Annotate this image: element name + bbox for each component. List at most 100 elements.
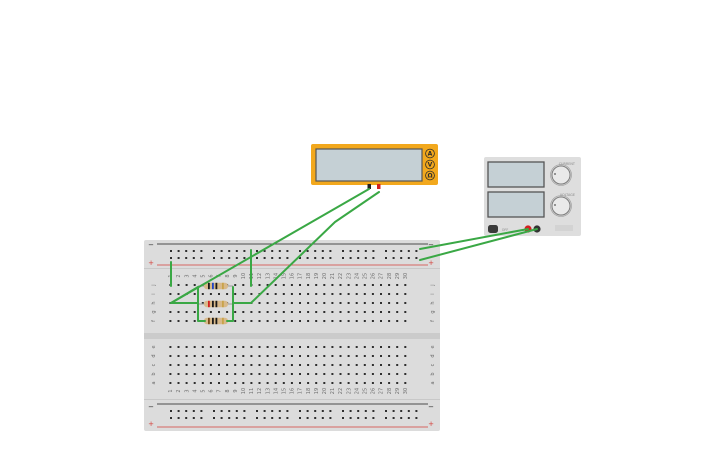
terminal-hole[interactable] (193, 355, 196, 357)
terminal-hole[interactable] (282, 302, 285, 304)
rail-hole[interactable] (177, 250, 180, 252)
rail-hole[interactable] (220, 250, 223, 252)
terminal-hole[interactable] (274, 320, 277, 322)
terminal-hole[interactable] (323, 302, 326, 304)
wire-7[interactable] (197, 286, 206, 322)
mode-button-ring[interactable] (425, 159, 435, 170)
terminal-hole[interactable] (193, 311, 196, 313)
terminal-hole[interactable] (201, 346, 204, 348)
terminal-hole[interactable] (347, 346, 350, 348)
rail-hole[interactable] (185, 410, 188, 412)
terminal-hole[interactable] (347, 382, 350, 384)
terminal-hole[interactable] (226, 373, 229, 375)
terminal-hole[interactable] (363, 284, 366, 286)
terminal-hole[interactable] (347, 320, 350, 322)
rail-hole[interactable] (200, 417, 203, 419)
wire-2[interactable] (250, 191, 380, 304)
terminal-hole[interactable] (169, 346, 172, 348)
terminal-hole[interactable] (299, 346, 301, 348)
rail-hole[interactable] (329, 410, 332, 412)
rail-hole[interactable] (385, 410, 387, 412)
rail-hole[interactable] (407, 410, 410, 412)
terminal-hole[interactable] (193, 373, 196, 375)
terminal-hole[interactable] (218, 382, 220, 384)
terminal-hole[interactable] (404, 320, 407, 322)
terminal-hole[interactable] (363, 302, 366, 304)
terminal-hole[interactable] (258, 302, 261, 304)
terminal-hole[interactable] (185, 346, 188, 348)
rail-hole[interactable] (286, 250, 289, 252)
terminal-hole[interactable] (226, 346, 229, 348)
terminal-hole[interactable] (355, 373, 358, 375)
terminal-hole[interactable] (250, 364, 253, 366)
terminal-hole[interactable] (290, 311, 293, 313)
rail-hole[interactable] (357, 410, 360, 412)
terminal-hole[interactable] (250, 355, 253, 357)
rail-hole[interactable] (278, 410, 281, 412)
terminal-hole[interactable] (242, 284, 245, 286)
terminal-hole[interactable] (209, 346, 212, 348)
terminal-hole[interactable] (266, 302, 269, 304)
wire-10[interactable] (419, 228, 529, 250)
rail-hole[interactable] (177, 257, 180, 259)
rail-hole[interactable] (228, 410, 231, 412)
rail-hole[interactable] (213, 257, 215, 259)
terminal-hole[interactable] (226, 293, 229, 295)
terminal-hole[interactable] (371, 355, 374, 357)
terminal-hole[interactable] (234, 364, 237, 366)
terminal-hole[interactable] (315, 364, 318, 366)
terminal-hole[interactable] (404, 284, 407, 286)
terminal-hole[interactable] (185, 320, 188, 322)
wire-5[interactable] (170, 286, 199, 304)
terminal-hole[interactable] (315, 373, 318, 375)
terminal-hole[interactable] (290, 373, 293, 375)
terminal-hole[interactable] (185, 311, 188, 313)
terminal-hole[interactable] (307, 364, 310, 366)
terminal-hole[interactable] (323, 355, 326, 357)
rail-hole[interactable] (170, 250, 172, 252)
rail-hole[interactable] (278, 257, 281, 259)
rail-hole[interactable] (321, 417, 324, 419)
terminal-hole[interactable] (250, 346, 253, 348)
terminal-hole[interactable] (234, 373, 237, 375)
terminal-hole[interactable] (307, 284, 310, 286)
terminal-hole[interactable] (169, 293, 172, 295)
terminal-hole[interactable] (347, 373, 350, 375)
current-knob[interactable] (551, 165, 571, 185)
terminal-hole[interactable] (363, 320, 366, 322)
terminal-hole[interactable] (299, 293, 301, 295)
terminal-hole[interactable] (282, 320, 285, 322)
terminal-hole[interactable] (355, 320, 358, 322)
terminal-hole[interactable] (331, 320, 334, 322)
terminal-hole[interactable] (315, 382, 318, 384)
terminal-hole[interactable] (234, 293, 237, 295)
terminal-hole[interactable] (226, 355, 229, 357)
terminal-hole[interactable] (404, 346, 407, 348)
terminal-hole[interactable] (380, 355, 382, 357)
terminal-hole[interactable] (371, 302, 374, 304)
rail-hole[interactable] (213, 250, 215, 252)
terminal-hole[interactable] (282, 284, 285, 286)
rail-hole[interactable] (314, 257, 317, 259)
terminal-hole[interactable] (258, 346, 261, 348)
terminal-hole[interactable] (323, 373, 326, 375)
terminal-hole[interactable] (299, 382, 301, 384)
terminal-hole[interactable] (355, 284, 358, 286)
terminal-hole[interactable] (250, 373, 253, 375)
terminal-hole[interactable] (226, 311, 229, 313)
rail-hole[interactable] (220, 410, 223, 412)
rail-hole[interactable] (392, 257, 395, 259)
terminal-hole[interactable] (363, 355, 366, 357)
rail-hole[interactable] (192, 250, 195, 252)
rail-hole[interactable] (306, 410, 309, 412)
rail-hole[interactable] (228, 257, 231, 259)
terminal-hole[interactable] (242, 320, 245, 322)
terminal-hole[interactable] (331, 346, 334, 348)
terminal-hole[interactable] (242, 364, 245, 366)
rail-hole[interactable] (286, 417, 289, 419)
terminal-hole[interactable] (307, 302, 310, 304)
rail-hole[interactable] (286, 257, 289, 259)
rail-hole[interactable] (220, 257, 223, 259)
terminal-hole[interactable] (307, 311, 310, 313)
rail-hole[interactable] (407, 417, 410, 419)
